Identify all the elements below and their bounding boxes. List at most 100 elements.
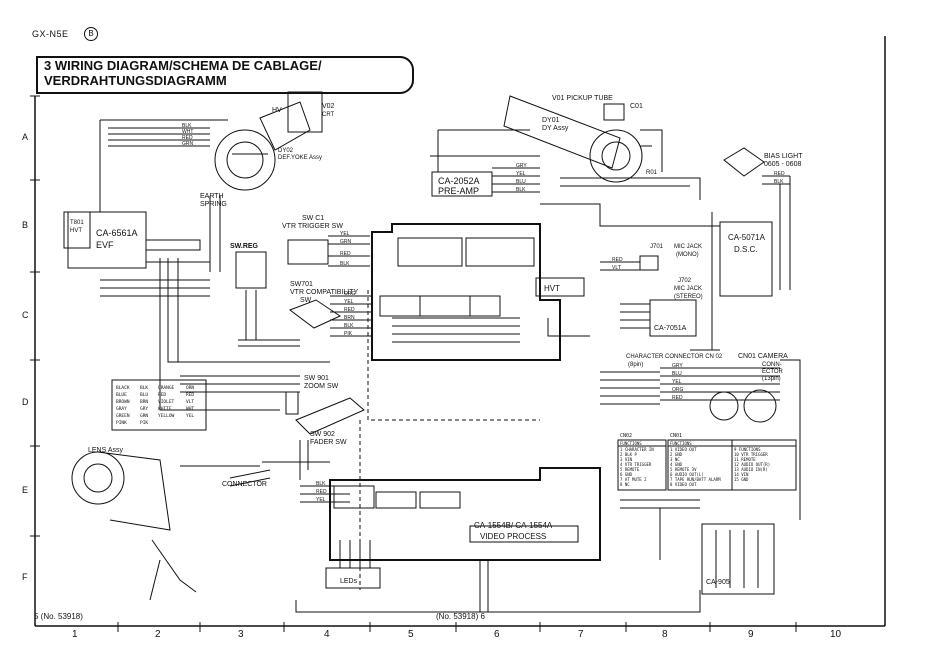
- wire-tag: YEL: [672, 379, 682, 385]
- label-sw701-sw: SW: [300, 297, 312, 304]
- label-dyassy: DY Assy: [542, 125, 569, 132]
- wire-tag: BLK: [316, 481, 326, 487]
- legend-cell: GREEN: [116, 413, 130, 419]
- legend-cell: BLACK: [116, 385, 130, 391]
- cn02-header: FUNCTIONS: [620, 441, 642, 446]
- wire-tag: RED: [344, 307, 355, 313]
- grid-row-a: A: [22, 132, 28, 142]
- grid-col-6: 6: [494, 629, 500, 640]
- label-j702: J702: [678, 278, 692, 284]
- wire-tag: PIK: [344, 331, 353, 337]
- diagram-title-line2: VERDRAHTUNGSDIAGRAMM: [44, 73, 227, 88]
- cn01-row: 7 TAPE RUN/BATT ALARM: [670, 477, 721, 482]
- wire-tag: BRN: [344, 315, 355, 321]
- cn01-row: 9 FUNCTIONS: [734, 447, 761, 452]
- label-dsc: D.S.C.: [734, 245, 758, 254]
- label-connector: CONNECTOR: [222, 481, 267, 488]
- label-stereo: (STEREO): [674, 294, 703, 300]
- wire-tag: GRY: [672, 363, 683, 369]
- label-mic-jack-1: MIC JACK: [674, 244, 702, 250]
- legend-cell: YEL: [186, 413, 194, 419]
- legend-cell: WHT: [186, 406, 194, 412]
- legend-cell: PINK: [116, 420, 127, 426]
- grid-row-e: E: [22, 485, 28, 495]
- label-cn01-pins: (13pin): [762, 376, 781, 382]
- label-ca6561a: CA-6561A: [96, 228, 138, 238]
- wire-tag: YEL: [516, 171, 526, 177]
- cn01-header: FUNCTIONS: [670, 441, 692, 446]
- cn01-row: 13 AUDIO IN(R): [734, 467, 768, 472]
- wire-tag: ORG: [344, 291, 356, 297]
- wire-tag: RED: [612, 257, 623, 263]
- label-char-connector: CHARACTER CONNECTOR CN 02: [626, 354, 723, 360]
- label-v01: V01 PICKUP TUBE: [552, 95, 613, 102]
- cn02-row: 8 NC: [620, 482, 630, 487]
- legend-cell: BRN: [140, 399, 148, 405]
- wire-tag: RED: [340, 251, 351, 257]
- cn01-row: 15 GND: [734, 477, 749, 482]
- color-legend: BLACK BLK ORANGE ORN BLUE BLU RED RED BR…: [116, 385, 194, 426]
- cn01-caption: CN01: [670, 433, 682, 439]
- cn01-row: 4 GND: [670, 462, 683, 467]
- legend-cell: GRAY: [116, 406, 127, 412]
- wire-tag: RED: [672, 395, 683, 401]
- wire-tag: ORG: [672, 387, 684, 393]
- label-swreg: SW.REG: [230, 243, 259, 250]
- wire-tag: BLK: [182, 123, 192, 129]
- legend-cell: WHITE: [158, 406, 172, 412]
- label-cn02-pins: (8pin): [628, 362, 643, 368]
- label-preamp: PRE-AMP: [438, 186, 479, 196]
- legend-cell: ORN: [186, 385, 194, 391]
- cn01-row: 12 AUDIO OUT(R): [734, 462, 770, 467]
- label-hv: HV: [272, 107, 282, 114]
- grid-col-9: 9: [748, 629, 754, 640]
- hvt-block: [535, 277, 585, 297]
- wire-tag: BLK: [344, 323, 354, 329]
- cn01-row: 14 VIN: [734, 472, 749, 477]
- label-hvt: HVT: [544, 284, 560, 293]
- label-evf: EVF: [96, 240, 114, 250]
- wire-tag: GRN: [340, 239, 352, 245]
- label-cn01: CN01 CAMERA: [738, 353, 788, 360]
- legend-cell: VLT: [186, 399, 194, 405]
- label-earth: EARTH: [200, 193, 224, 200]
- cn01-table: CN01 FUNCTIONS 1 VIDEO OUT 2 GND 3 NC 4 …: [670, 433, 770, 487]
- footer-left-page: 5 (No. 53918): [34, 612, 83, 621]
- label-r01: R01: [646, 170, 658, 176]
- label-dy01: DY01: [542, 117, 560, 124]
- legend-cell: YELLOW: [158, 413, 175, 419]
- wire-tag: YEL: [344, 299, 354, 305]
- label-ca7051a: CA-7051A: [654, 325, 687, 332]
- cn01-row: 8 VIDEO OUT: [670, 482, 697, 487]
- label-t801: T801: [70, 220, 84, 226]
- legend-cell: RED: [158, 392, 166, 398]
- label-cn01-ector: ECTOR: [762, 369, 784, 375]
- legend-cell: RED: [186, 392, 194, 398]
- wire-tag: YEL: [316, 497, 326, 503]
- cn02-row: 3 VIN: [620, 457, 633, 462]
- label-vtr-trigger: VTR TRIGGER SW: [282, 223, 343, 230]
- cn01-row: 1 VIDEO OUT: [670, 447, 697, 452]
- legend-cell: PIK: [140, 420, 148, 426]
- wire-tag: GRY: [516, 163, 527, 169]
- label-sw902: SW 902: [310, 431, 335, 438]
- cn02-row: 5 REMOTE: [620, 467, 640, 472]
- cn01-row: 11 REMOTE: [734, 457, 756, 462]
- cn02-row: 2 BLK P: [620, 452, 637, 457]
- legend-cell: ORANGE: [158, 385, 175, 391]
- cn01-row: 2 GND: [670, 452, 683, 457]
- label-sw901: SW 901: [304, 375, 329, 382]
- label-sw01: SW C1: [302, 215, 324, 222]
- label-vtr-compat: VTR COMPATIBILITY: [290, 289, 359, 296]
- wire-tag: BLK: [340, 261, 350, 267]
- label-j701: J701: [650, 244, 664, 250]
- wire-tag: RED: [316, 489, 327, 495]
- cn02-row: 7 AT MUTE 2: [620, 477, 647, 482]
- cn02-row: 4 VTR TRIGGER: [620, 462, 652, 467]
- label-video-process: VIDEO PROCESS: [480, 532, 546, 541]
- label-zoom-sw: ZOOM SW: [304, 383, 339, 390]
- label-mono: (MONO): [676, 252, 699, 258]
- wire-tag: WHT: [182, 129, 193, 135]
- wire-tag: BLK: [774, 179, 784, 185]
